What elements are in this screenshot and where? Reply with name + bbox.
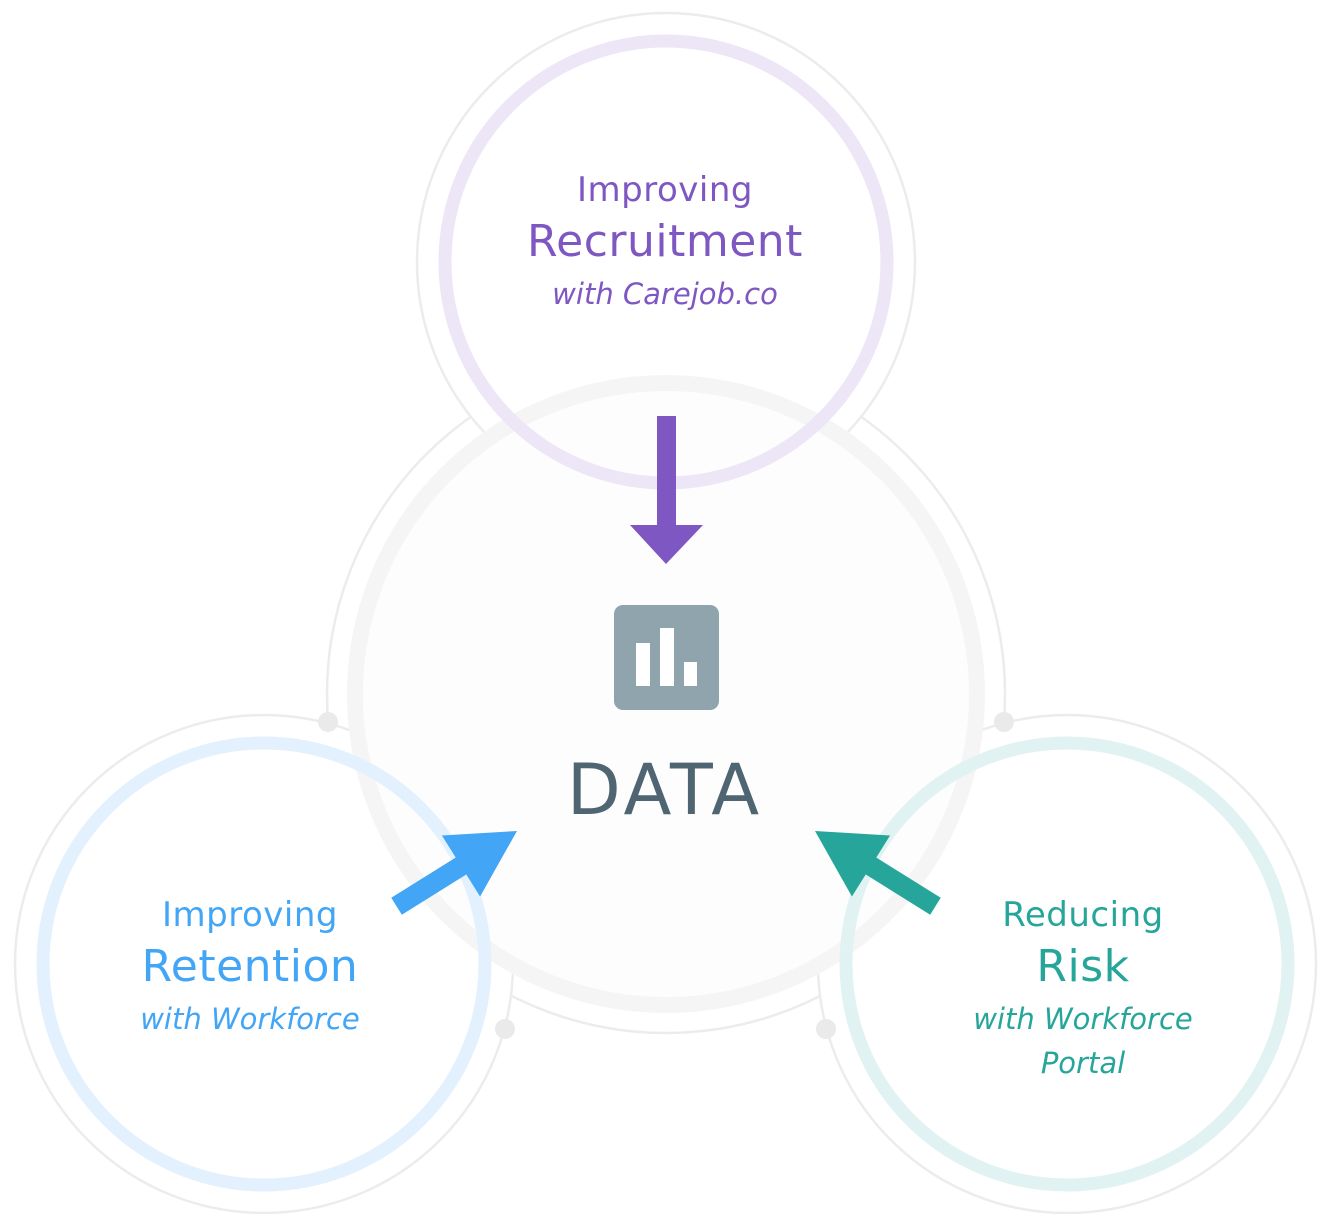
risk-ring: [839, 736, 1295, 1192]
risk-subtitle-line-2: Portal: [1040, 1046, 1126, 1080]
connector-dot: [495, 1019, 515, 1039]
recruitment-subtitle: with Carejob.co: [552, 277, 778, 311]
risk-subtitle-line-1: with Workforce: [973, 1002, 1193, 1036]
retention-top-label: Improving: [162, 895, 338, 935]
retention-node: Improving Retention with Workforce: [50, 893, 450, 1041]
retention-arrow: [391, 831, 517, 915]
bar-chart-icon: [614, 605, 719, 710]
connector-dot: [994, 712, 1014, 732]
recruitment-top-label: Improving: [577, 170, 753, 210]
retention-title: Retention: [141, 941, 359, 992]
connector-dot: [816, 1019, 836, 1039]
risk-top-label: Reducing: [1002, 895, 1164, 935]
recruitment-title: Recruitment: [527, 216, 803, 267]
recruitment-node: Improving Recruitment with Carejob.co: [465, 168, 865, 316]
data-label: DATA: [566, 749, 764, 831]
retention-ring: [36, 736, 492, 1192]
risk-arrow: [815, 831, 941, 915]
recruitment-arrow: [630, 416, 703, 564]
risk-title: Risk: [1036, 941, 1130, 992]
connector-dot: [318, 712, 338, 732]
retention-subtitle: with Workforce: [140, 1002, 360, 1036]
risk-node: Reducing Risk with Workforce Portal: [883, 893, 1283, 1085]
